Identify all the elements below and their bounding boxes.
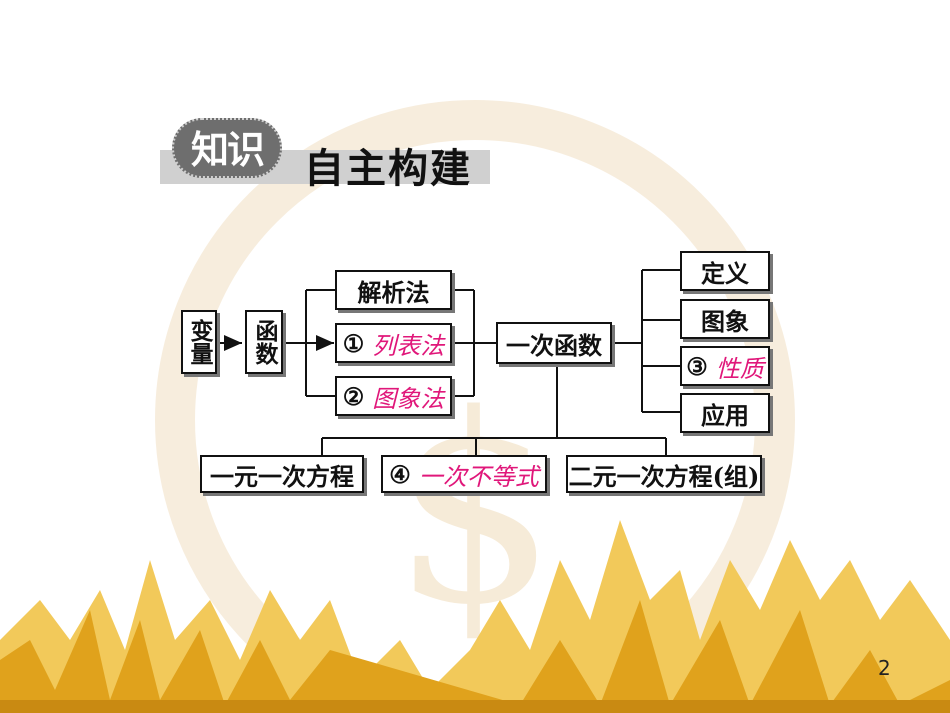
node-method-analytic: 解析法	[335, 270, 452, 310]
node-linear-function-label: 一次函数	[506, 330, 602, 360]
node-property: ③ 性质	[680, 346, 770, 386]
node-method-graph-num: ②	[342, 381, 365, 411]
header-badge: 知识	[172, 118, 282, 178]
node-linear-inequality-num: ④	[389, 459, 411, 489]
node-linear-inequality-label: 一次不等式	[418, 462, 539, 491]
node-method-analytic-label: 解析法	[357, 277, 430, 307]
node-linear-equation: 一元一次方程	[200, 455, 364, 493]
node-linear-inequality: ④ 一次不等式	[381, 455, 547, 493]
node-function: 函数	[245, 310, 283, 374]
node-definition: 定义	[680, 251, 770, 291]
node-binary-equation-label: 二元一次方程(组)	[568, 461, 760, 491]
section-header: 知识 自主构建	[160, 110, 490, 192]
node-linear-function: 一次函数	[496, 322, 612, 364]
node-linear-equation-label: 一元一次方程	[210, 461, 354, 491]
node-function-label: 函数	[251, 319, 278, 365]
node-method-table-label: 列表法	[372, 331, 445, 360]
node-method-table: ① 列表法	[335, 323, 452, 363]
node-graph: 图象	[680, 299, 770, 339]
node-property-num: ③	[686, 351, 708, 381]
node-variable: 变量	[181, 310, 217, 374]
node-variable-label: 变量	[186, 319, 213, 365]
node-method-graph: ② 图象法	[335, 376, 452, 416]
node-property-label: 性质	[715, 354, 764, 383]
node-application: 应用	[680, 393, 770, 433]
page-number: 2	[878, 656, 891, 680]
node-graph-label: 图象	[701, 306, 749, 336]
node-definition-label: 定义	[701, 258, 749, 288]
node-method-graph-label: 图象法	[372, 384, 445, 413]
node-binary-equation: 二元一次方程(组)	[566, 455, 762, 493]
header-title: 自主构建	[304, 145, 472, 192]
node-method-table-num: ①	[342, 328, 365, 358]
node-application-label: 应用	[701, 400, 749, 430]
